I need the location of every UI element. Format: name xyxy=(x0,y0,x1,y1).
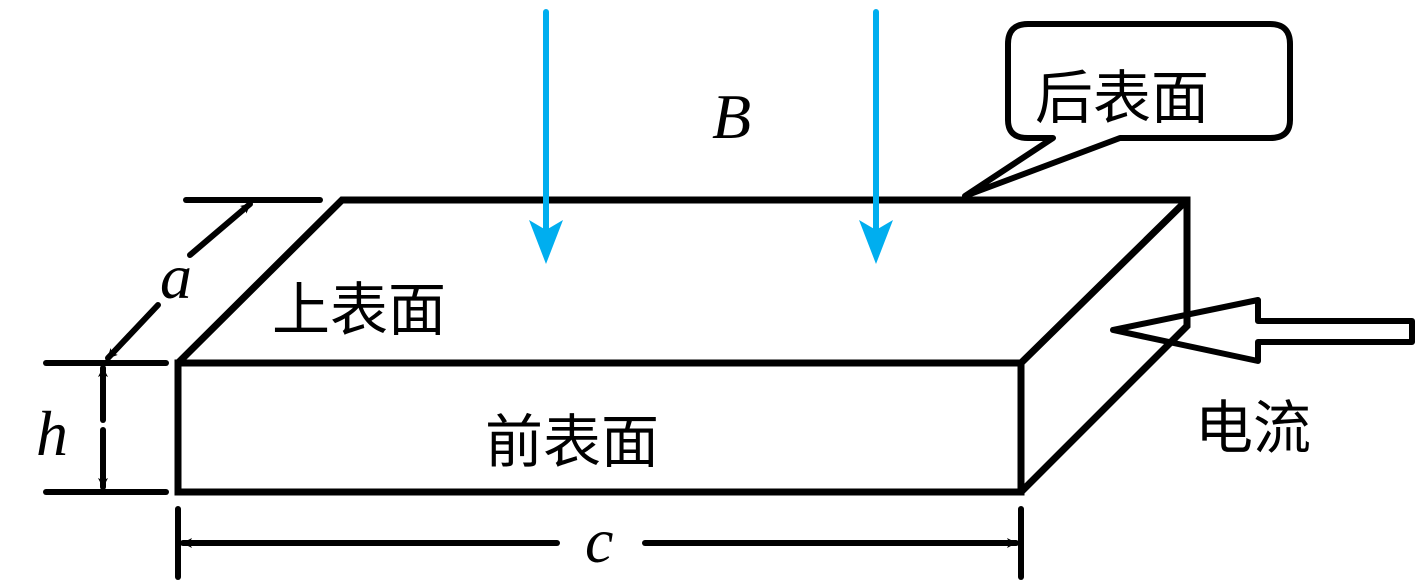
front-face xyxy=(174,359,1025,496)
dimension-a: a xyxy=(43,197,323,366)
current-arrow-icon xyxy=(1110,297,1415,364)
dimension-a-arrow-up xyxy=(187,201,253,258)
callout-bubble xyxy=(962,21,1293,199)
dimension-a-arrow-down xyxy=(105,302,161,361)
current-arrow: 电流 xyxy=(1110,297,1415,462)
back-surface-callout: 后表面 xyxy=(962,21,1293,199)
top-surface-label: 上表面 xyxy=(272,276,446,344)
field-arrowhead-left xyxy=(529,220,563,264)
front-surface-label: 前表面 xyxy=(485,408,659,476)
dimension-h: h xyxy=(36,365,169,495)
magnetic-field-arrows: B xyxy=(529,9,893,264)
field-label: B xyxy=(712,81,751,152)
dimension-h-label: h xyxy=(36,398,68,469)
dimension-c-label: c xyxy=(585,505,613,576)
top-right-edge xyxy=(1017,196,1191,367)
current-label: 电流 xyxy=(1195,394,1311,462)
field-arrowhead-right xyxy=(859,220,893,264)
dimension-c: c xyxy=(175,505,1024,580)
conductor-block xyxy=(174,196,1191,496)
dimension-a-label: a xyxy=(160,241,192,312)
back-surface-label: 后表面 xyxy=(1035,64,1209,132)
